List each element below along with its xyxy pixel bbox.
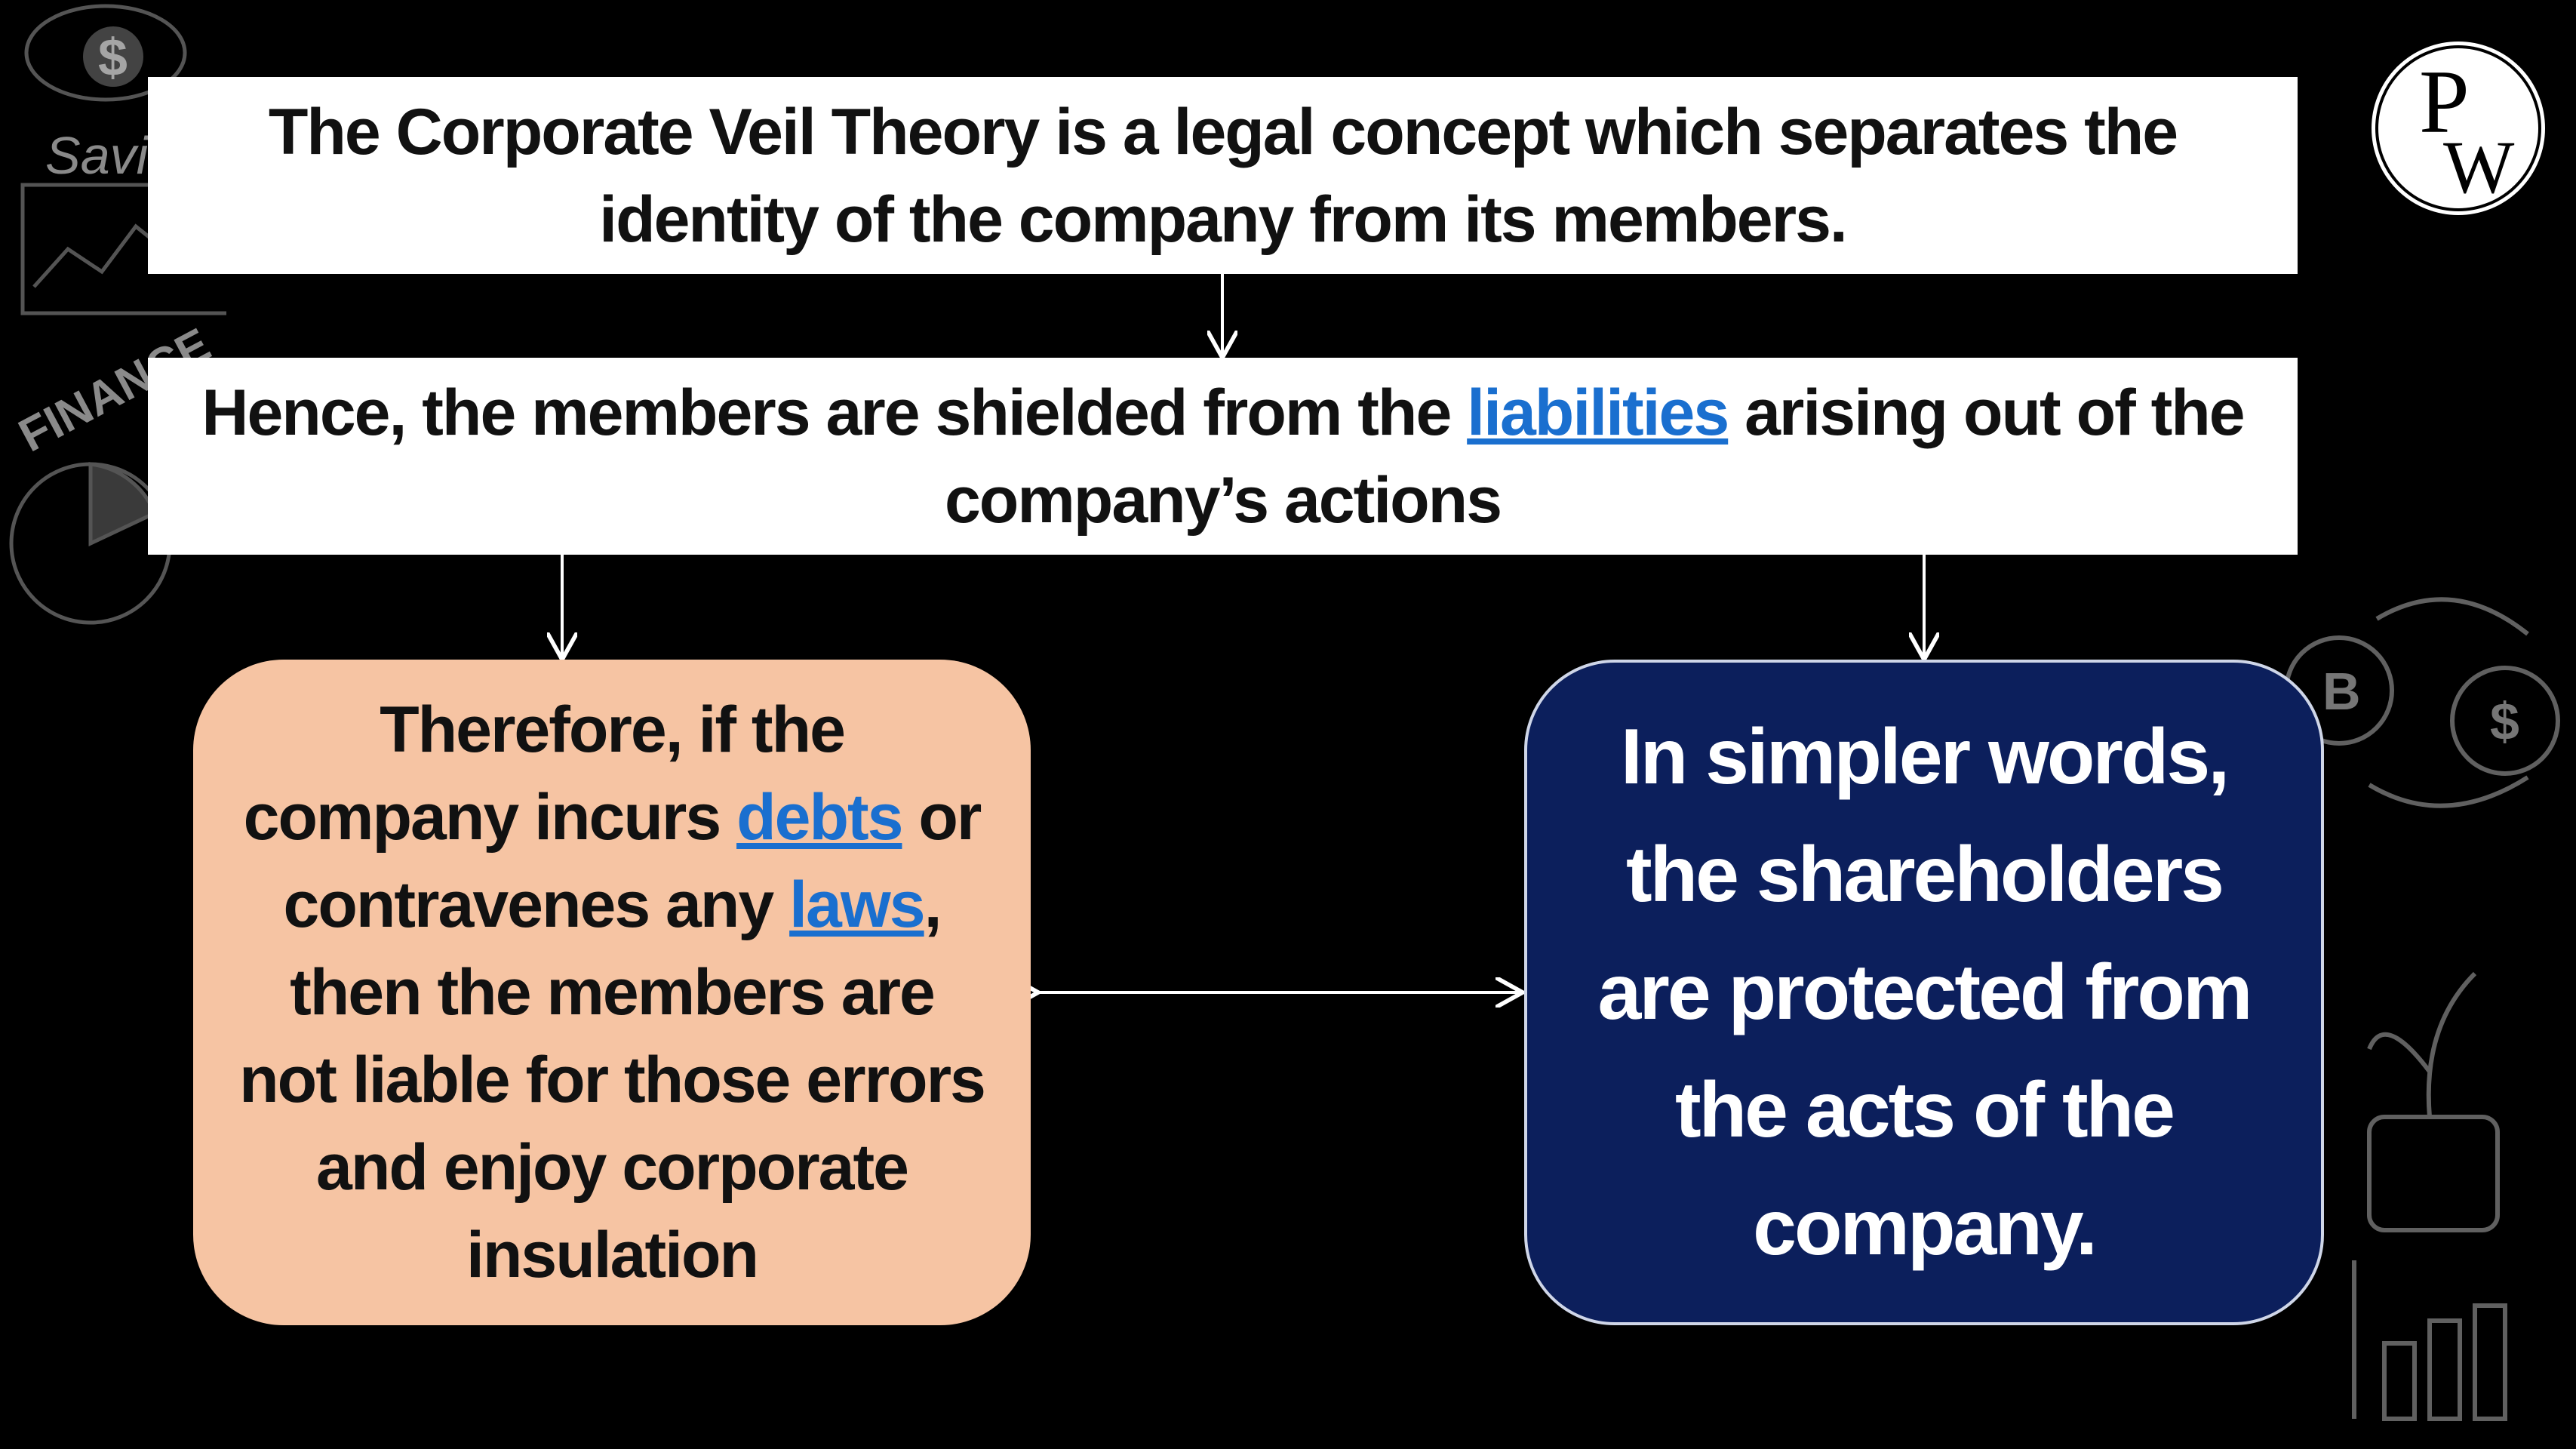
savings-label: Savi [45, 126, 150, 185]
liabilities-link[interactable]: liabilities [1467, 376, 1729, 449]
svg-text:W: W [2443, 125, 2515, 209]
shield-box: Hence, the members are shielded from the… [148, 358, 2298, 555]
consequence-box: Therefore, if the company incurs debts o… [193, 660, 1031, 1325]
shield-text: Hence, the members are shielded from the… [201, 376, 2245, 537]
simpler-words-text: In simpler words, the shareholders are p… [1597, 713, 2253, 1272]
bitcoin-glyph: B [2322, 662, 2361, 721]
debts-link[interactable]: debts [736, 781, 903, 854]
dollar-sign-glyph: $ [98, 28, 128, 87]
savings-chart-icon [20, 183, 226, 315]
dollar-coin-glyph: $ [2490, 692, 2519, 751]
pw-logo: P W [2367, 37, 2550, 220]
consequence-text: Therefore, if the company incurs debts o… [239, 694, 986, 1291]
dollar-coin-icon [2450, 666, 2560, 776]
definition-text: The Corporate Veil Theory is a legal con… [268, 95, 2178, 256]
coin-stack-icon [2367, 1115, 2500, 1232]
decorative-money-sketches: B $ [2284, 597, 2560, 1421]
laws-link[interactable]: laws [789, 869, 925, 941]
svg-text:P: P [2419, 51, 2470, 152]
simpler-words-box: In simpler words, the shareholders are p… [1524, 660, 2324, 1325]
definition-box: The Corporate Veil Theory is a legal con… [148, 77, 2298, 274]
piggy-bank-icon [24, 4, 187, 102]
plant-icon [2367, 971, 2477, 1118]
